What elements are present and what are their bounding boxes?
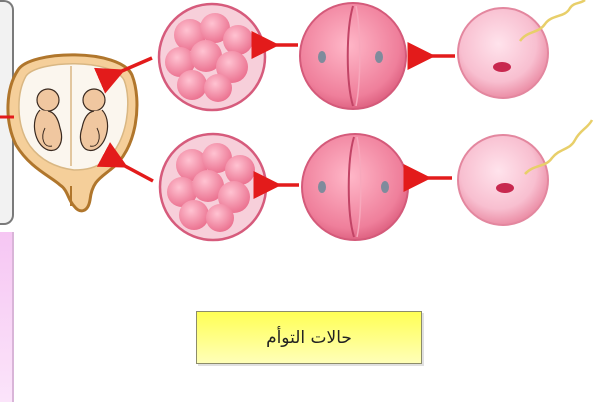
caption-box: حالات التوأم <box>196 311 422 364</box>
arrow-r1-morula-to-womb <box>122 58 152 71</box>
arrow-r2-morula-to-womb <box>125 166 153 181</box>
fetus-left-icon <box>34 89 61 150</box>
two-cell-row1 <box>300 3 406 109</box>
caption-text: حالات التوأم <box>266 328 352 348</box>
two-cell-row2 <box>302 134 408 240</box>
fetus-right-icon <box>81 89 108 150</box>
morula-row1 <box>159 4 265 110</box>
egg-row2 <box>458 120 592 225</box>
egg-row1 <box>458 0 585 98</box>
morula-row2 <box>160 134 266 240</box>
womb-twins <box>0 55 137 211</box>
